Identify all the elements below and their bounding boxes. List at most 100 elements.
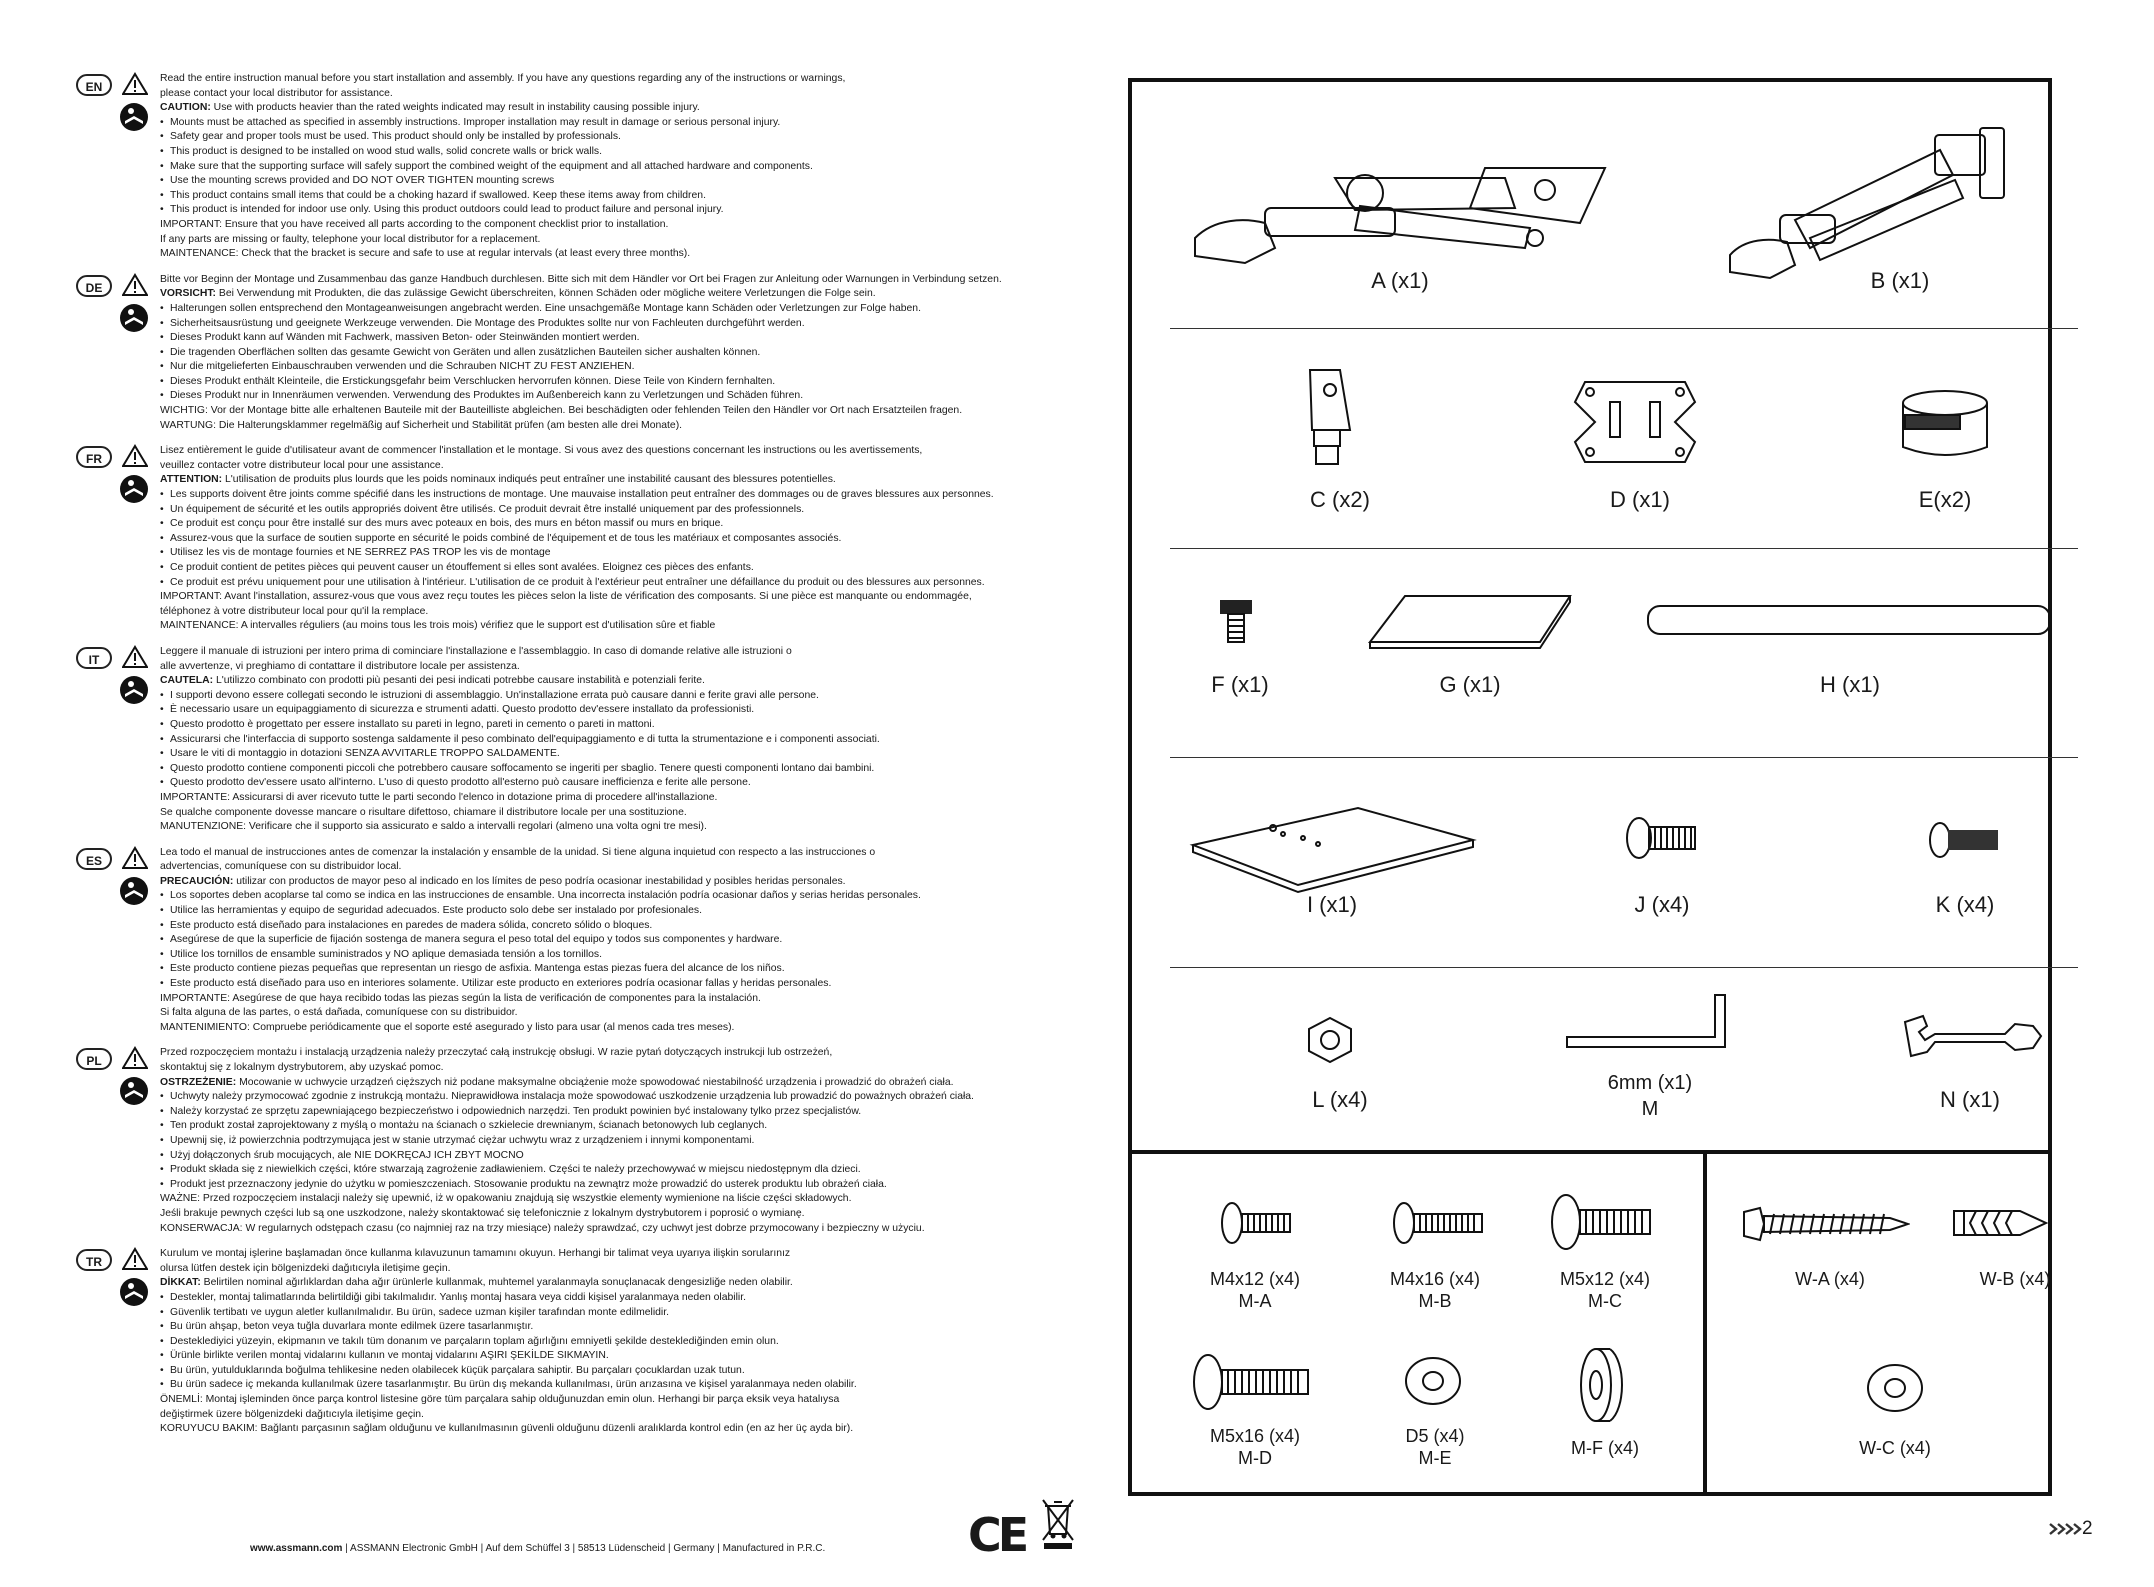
- text-line: MAINTENANCE: Check that the bracket is s…: [160, 248, 691, 260]
- keyboard-tray-i-drawing: [1189, 806, 1477, 894]
- bullet-line: Desteklediyici yüzeyin, ekipmanın ve tak…: [160, 1335, 1078, 1350]
- warning-triangle-icon: [121, 645, 149, 669]
- text-line: ATTENTION: L'utilisation de produits plu…: [160, 474, 836, 486]
- divider-vertical: [1703, 1150, 1707, 1496]
- bullet-line: Bu ürün, yutulduklarında boğulma tehlike…: [160, 1364, 1078, 1379]
- screw-m-a-label: M-A: [1238, 1291, 1272, 1311]
- screw-m-b-drawing: [1393, 1202, 1483, 1244]
- bullet-line: Ürünle birlikte verilen montaj vidaların…: [160, 1349, 1078, 1364]
- bullet-line: Destekler, montaj talimatlarında belirti…: [160, 1291, 1078, 1306]
- wood-screw-w-a-drawing: [1743, 1206, 1910, 1242]
- part-i-label: I (x1): [1306, 892, 1358, 917]
- page-arrow-icon: [2049, 1523, 2082, 1535]
- washer-w-c-drawing: [1867, 1364, 1923, 1412]
- bullet-line: Este producto está diseñado para instala…: [160, 919, 1078, 934]
- bullet-line: Produkt jest przeznaczony jedynie do uży…: [160, 1178, 1078, 1193]
- bullet-line: Assicurarsi che l'interfaccia di support…: [160, 733, 1078, 748]
- bullet-line: Ten produkt został zaprojektowany z myśl…: [160, 1119, 1078, 1134]
- bullet-line: Produkt składa się z niewielkich części,…: [160, 1163, 1078, 1178]
- part-c-label: C (x2): [1310, 487, 1370, 512]
- screw-m-d-size: M5x16 (x4): [1209, 1426, 1301, 1446]
- bullet-line: Sicherheitsausrüstung und geeignete Werk…: [160, 317, 1078, 332]
- part-f-label: F (x1): [1211, 672, 1269, 697]
- spacer-m-f-drawing: [1580, 1348, 1623, 1422]
- text-line: Leggere il manuale di istruzioni per int…: [160, 645, 792, 657]
- part-h-label: H (x1): [1820, 672, 1880, 697]
- text-line: CAUTION: Use with products heavier than …: [160, 102, 700, 114]
- part-j-label: J (x4): [1634, 892, 1690, 917]
- text-line: IMPORTANTE: Assicurarsi di aver ricevuto…: [160, 791, 718, 803]
- read-manual-icon: [119, 1277, 149, 1307]
- nut-l-drawing: [1308, 1016, 1352, 1064]
- bullet-line: Utilice las herramientas y equipo de seg…: [160, 904, 1078, 919]
- text-line: PRECAUCIÓN: utilizar con productos de ma…: [160, 875, 846, 887]
- screw-m-b-label: M-B: [1418, 1291, 1452, 1311]
- part-m-size-label: 6mm (x1): [1607, 1072, 1693, 1094]
- washer-m-e-label: M-E: [1418, 1448, 1452, 1468]
- page-number: 2: [2048, 1518, 2093, 1540]
- bullet-line: Utilisez les vis de montage fournies et …: [160, 546, 1078, 561]
- warning-triangle-icon: [121, 444, 149, 468]
- screw-j-drawing: [1626, 817, 1696, 859]
- bullet-line: Este producto está diseñado para uso en …: [160, 977, 1078, 992]
- bullet-line: Utilice los tornillos de ensamble sumini…: [160, 948, 1078, 963]
- text-line: WARTUNG: Die Halterungsklammer regelmäßi…: [160, 419, 683, 431]
- language-badge: EN: [76, 74, 112, 96]
- text-line: Read the entire instruction manual befor…: [160, 73, 846, 84]
- text-line: Lea todo el manual de instrucciones ante…: [160, 846, 876, 858]
- text-line: ÖNEMLİ: Montaj işleminden önce parça kon…: [160, 1394, 840, 1406]
- text-line: OSTRZEŻENIE: Mocowanie w uchwycie urządz…: [160, 1076, 954, 1088]
- bullet-line: Make sure that the supporting surface wi…: [160, 160, 1078, 175]
- text-line: IMPORTANT: Ensure that you have received…: [160, 218, 669, 230]
- screw-m-c-drawing: [1551, 1194, 1651, 1250]
- bullet-line: This product contains small items that c…: [160, 189, 1078, 204]
- text-line: WICHTIG: Vor der Montage bitte alle erha…: [160, 405, 963, 417]
- wrench-n-drawing: [1903, 1014, 2043, 1058]
- text-line: WAŻNE: Przed rozpoczęciem instalacji nal…: [160, 1193, 852, 1205]
- text-line: MANTENIMIENTO: Compruebe periódicamente …: [160, 1021, 735, 1033]
- text-line: IMPORTANT: Avant l'installation, assurez…: [160, 591, 972, 603]
- safety-instructions: EN Read the entire instruction manual bef…: [68, 72, 1078, 1448]
- text-line: değiştirmek üzere bölgenizdeki dağıtıcıy…: [160, 1408, 424, 1420]
- bullet-line: Dieses Produkt nur in Innenräumen verwen…: [160, 389, 1078, 404]
- section-en: EN Read the entire instruction manual bef…: [68, 72, 1078, 262]
- bullet-line: Dieses Produkt enthält Kleinteile, die E…: [160, 375, 1078, 390]
- bullet-line: Un équipement de sécurité et les outils …: [160, 503, 1078, 518]
- read-manual-icon: [119, 102, 149, 132]
- ce-mark: CE: [968, 1508, 1029, 1562]
- wood-screw-w-a-label: W-A (x4): [1795, 1269, 1865, 1289]
- text-line: Przed rozpoczęciem montażu i instalacją …: [160, 1047, 833, 1059]
- part-g-label: G (x1): [1439, 672, 1501, 697]
- part-b-label: B (x1): [1870, 268, 1930, 293]
- pole-h-drawing: [1647, 605, 2051, 635]
- bullet-line: Mounts must be attached as specified in …: [160, 116, 1078, 131]
- text-line: KORUYUCU BAKIM: Bağlantı parçasının sağl…: [160, 1423, 854, 1435]
- text-line: téléphonez à votre distributeur local po…: [160, 605, 429, 617]
- bullet-line: Les supports doivent être joints comme s…: [160, 488, 1078, 503]
- read-manual-icon: [119, 474, 149, 504]
- bullet-line: Die tragenden Oberflächen sollten das ge…: [160, 346, 1078, 361]
- bullet-line: Użyj dołączonych śrub mocujących, ale NI…: [160, 1149, 1078, 1164]
- washer-m-e-size: D5 (x4): [1405, 1426, 1465, 1446]
- text-line: MAINTENANCE: A intervalles réguliers (au…: [160, 620, 716, 632]
- bullet-line: Safety gear and proper tools must be use…: [160, 130, 1078, 145]
- read-manual-icon: [119, 675, 149, 705]
- warning-triangle-icon: [121, 72, 149, 96]
- bullet-line: È necessario usare un equipaggiamento di…: [160, 703, 1078, 718]
- divider: [1170, 757, 2078, 758]
- text-line: skontaktuj się z lokalnym dystrybutorem,…: [160, 1062, 444, 1073]
- pad-g-drawing: [1367, 595, 1572, 649]
- text-line: veuillez contacter votre distributeur lo…: [160, 459, 444, 471]
- bullet-line: Bu ürün ahşap, beton veya tuğla duvarlar…: [160, 1320, 1078, 1335]
- bullet-line: This product is designed to be installed…: [160, 145, 1078, 160]
- text-line: Si falta alguna de las partes, o está da…: [160, 1007, 518, 1019]
- bullet-line: Questo prodotto è progettato per essere …: [160, 718, 1078, 733]
- text-line: alle avvertenze, vi preghiamo di contatt…: [160, 660, 520, 672]
- anchor-w-b-label: W-B (x4): [1979, 1269, 2051, 1289]
- text-line: advertencias, comuníquese con su distrib…: [160, 861, 402, 873]
- parts-list-frame: [1128, 78, 2052, 1496]
- language-badge: FR: [76, 446, 112, 469]
